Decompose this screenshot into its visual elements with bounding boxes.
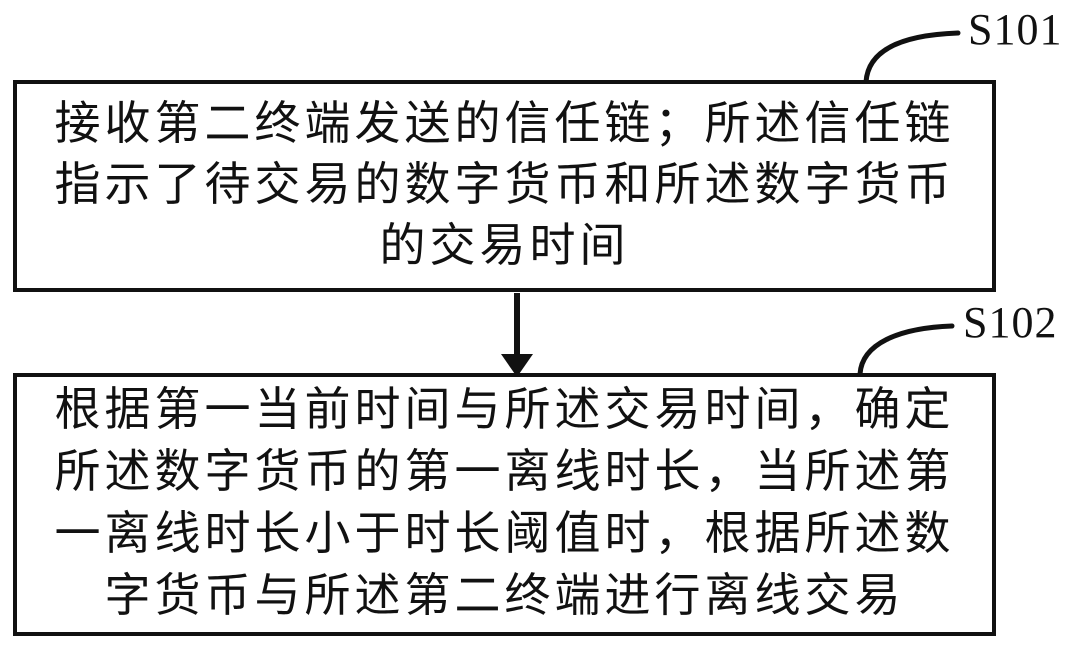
step-s102-text-line: 一离线时长小于时长阈值时，根据所述数 [54, 507, 955, 559]
leader-line-s102 [857, 323, 955, 377]
step-box-s101: 接收第二终端发送的信任链；所述信任链 指示了待交易的数字货币和所述数字货币 的交… [13, 80, 996, 292]
step-s102-text-line: 根据第一当前时间与所述交易时间，确定 [54, 383, 955, 435]
step-s102-text-line: 字货币与所述第二终端进行离线交易 [104, 569, 905, 621]
leader-line-s101 [863, 30, 961, 85]
step-label-s101: S101 [968, 5, 1063, 54]
step-box-s102: 根据第一当前时间与所述交易时间，确定 所述数字货币的第一离线时长，当所述第 一离… [13, 373, 996, 636]
step-s101-text-line: 的交易时间 [379, 219, 630, 271]
step-s101-text-line: 指示了待交易的数字货币和所述数字货币 [54, 158, 955, 210]
step-s101-text-line: 接收第二终端发送的信任链；所述信任链 [54, 97, 955, 149]
step-label-s102: S102 [963, 298, 1058, 347]
step-s102-text-line: 所述数字货币的第一离线时长，当所述第 [54, 445, 955, 497]
